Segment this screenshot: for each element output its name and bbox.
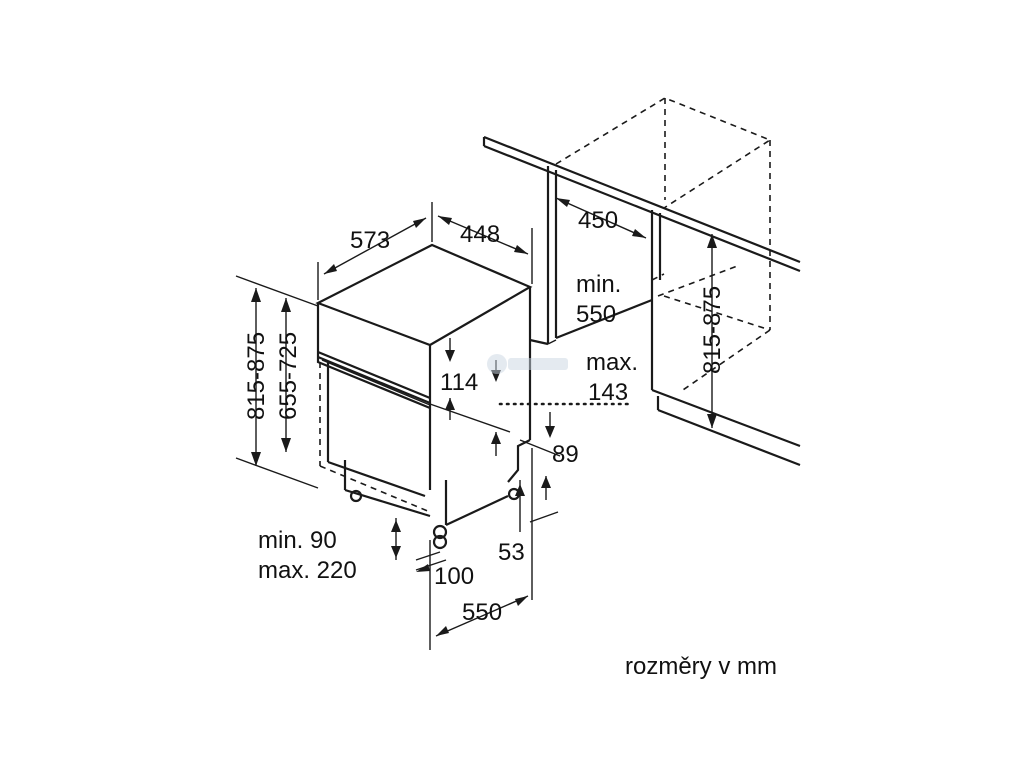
label-depth: 573: [350, 227, 390, 254]
label-89: 89: [552, 441, 579, 468]
label-height-inner: 655-725: [275, 332, 302, 420]
label-53: 53: [498, 539, 525, 566]
label-niche-width: 450: [578, 207, 618, 234]
label-panel-max-value: 143: [588, 379, 628, 406]
label-width: 448: [460, 221, 500, 248]
label-height-left: 815-875: [243, 332, 270, 420]
label-bottom-depth: 550: [462, 599, 502, 626]
kitchen-niche: [482, 97, 801, 467]
label-114: 114: [440, 369, 478, 396]
label-units-note: rozměry v mm: [625, 653, 777, 680]
label-plinth-max: max. 220: [258, 557, 357, 584]
dishwasher-body: [315, 243, 533, 550]
label-100: 100: [434, 563, 474, 590]
label-plinth-min: min. 90: [258, 527, 337, 554]
label-niche-depth-min: min.: [576, 271, 621, 298]
watermark-logo: [487, 354, 568, 374]
dimension-lines: [235, 197, 717, 650]
label-niche-depth-value: 550: [576, 301, 616, 328]
label-panel-max: max.: [586, 349, 638, 376]
label-height-right: 815-875: [699, 286, 726, 374]
dimension-labels: 573 448 450 min. 550 max. 143 114 89 53 …: [243, 207, 777, 680]
